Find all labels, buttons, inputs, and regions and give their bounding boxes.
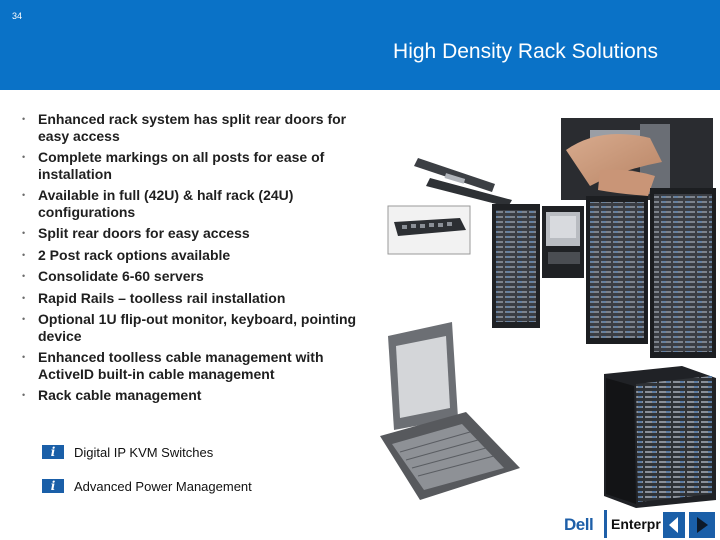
- feature-list: • Enhanced rack system has split rear doo…: [22, 111, 362, 409]
- link-digital-ip-kvm[interactable]: i Digital IP KVM Switches: [42, 444, 213, 460]
- bullet-text: Complete markings on all posts for ease …: [38, 149, 325, 182]
- arrow-left-icon[interactable]: [663, 512, 685, 538]
- bullet-icon: •: [22, 114, 26, 124]
- bullet-text: Rapid Rails – toolless rail installation: [38, 289, 286, 306]
- list-item: • Complete markings on all posts for ease…: [22, 149, 362, 182]
- bullet-icon: •: [22, 390, 26, 400]
- kvm-switch-photo: [387, 205, 471, 255]
- rail-kit-photo: [414, 158, 512, 207]
- bullet-text: Optional 1U flip-out monitor, keyboard, …: [38, 311, 357, 344]
- bullet-text: Enhanced rack system has split rear door…: [38, 111, 347, 144]
- bullet-text: Enhanced toolless cable management with …: [38, 349, 324, 382]
- list-item: • Optional 1U flip-out monitor, keyboard,…: [22, 311, 362, 344]
- list-item: • Split rear doors for easy access: [22, 225, 362, 242]
- list-item: • Consolidate 6-60 servers: [22, 268, 362, 285]
- list-item: • 2 Post rack options available: [22, 247, 362, 264]
- bullet-text: 2 Post rack options available: [38, 246, 231, 263]
- bullet-icon: •: [22, 292, 26, 303]
- list-item: • Rapid Rails – toolless rail installatio…: [22, 290, 362, 307]
- bullet-text: Consolidate 6-60 servers: [38, 268, 204, 284]
- bullet-icon: •: [22, 271, 26, 281]
- bullet-text: Split rear doors for easy access: [38, 225, 250, 241]
- rack-row-photo: [492, 188, 716, 358]
- bullet-icon: •: [22, 228, 26, 238]
- bullet-text: Rack cable management: [38, 387, 202, 403]
- info-icon: i: [42, 479, 64, 493]
- footer-text: Enterpr: [611, 516, 661, 532]
- link-label: Advanced Power Management: [74, 478, 252, 494]
- list-item: • Rack cable management: [22, 387, 362, 404]
- dell-logo: Dell: [564, 515, 594, 534]
- list-item: • Enhanced toolless cable management with…: [22, 349, 362, 382]
- flip-out-monitor-photo: [380, 322, 520, 500]
- list-item: • Available in full (42U) & half rack (24…: [22, 187, 362, 220]
- slide-title: High Density Rack Solutions: [393, 40, 658, 63]
- bullet-icon: •: [22, 314, 26, 324]
- rail-install-photo: [561, 118, 713, 200]
- half-rack-cabinet-photo: [604, 366, 716, 508]
- footer-divider: [604, 510, 607, 538]
- page-number: 34: [12, 11, 23, 21]
- bullet-icon: •: [22, 249, 26, 260]
- link-label: Digital IP KVM Switches: [74, 444, 214, 460]
- title-bar: 34 High Density Rack Solutions: [0, 0, 720, 90]
- arrow-right-icon[interactable]: [689, 512, 715, 538]
- bullet-icon: •: [22, 352, 26, 362]
- bullet-icon: •: [22, 152, 26, 162]
- list-item: • Enhanced rack system has split rear doo…: [22, 111, 362, 144]
- bullet-icon: •: [22, 190, 26, 200]
- info-icon: i: [42, 445, 64, 459]
- bullet-text: Available in full (42U) & half rack (24U…: [38, 187, 294, 220]
- link-advanced-power-management[interactable]: i Advanced Power Management: [42, 478, 252, 494]
